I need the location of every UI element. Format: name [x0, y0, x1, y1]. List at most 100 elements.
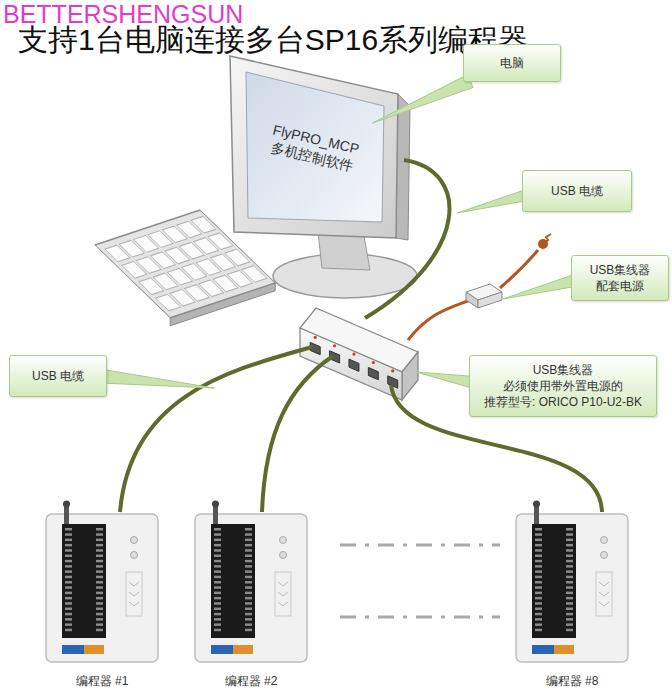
socket-pin	[65, 555, 72, 558]
hub-front	[300, 328, 402, 400]
socket-lever	[212, 501, 219, 508]
socket-pin	[96, 623, 103, 626]
zif-socket	[532, 524, 576, 638]
socket-pin	[96, 629, 103, 632]
callout-text: USB 电缆	[32, 368, 84, 384]
keyboard-board	[95, 210, 275, 318]
socket-pin	[214, 555, 221, 558]
programmer-label: 编程器 #1	[34, 673, 170, 690]
socket-pin	[65, 592, 72, 595]
socket-pin	[65, 539, 72, 542]
socket-pin	[96, 576, 103, 579]
socket-pin	[65, 544, 72, 547]
programmer-label: 编程器 #2	[183, 673, 319, 690]
hub-led	[352, 353, 355, 356]
programmer-drawing	[193, 500, 309, 666]
socket-pin	[535, 576, 542, 579]
ellipsis-dash	[340, 544, 500, 547]
socket-pin	[96, 586, 103, 589]
socket-pin	[245, 555, 252, 558]
socket-pin	[96, 544, 103, 547]
socket-pin	[566, 576, 573, 579]
socket-lever	[533, 501, 540, 508]
socket-pin	[535, 544, 542, 547]
socket-pin	[214, 570, 221, 573]
socket-pin	[245, 592, 252, 595]
socket-pin	[96, 570, 103, 573]
keyboard-key	[225, 249, 250, 266]
ellipsis-dash	[340, 616, 500, 619]
socket-pin	[214, 592, 221, 595]
socket-pin	[214, 565, 221, 568]
socket-pin	[566, 544, 573, 547]
socket-pin	[245, 581, 252, 584]
socket-pin	[566, 602, 573, 605]
socket-pin	[96, 597, 103, 600]
programmer-drawing	[44, 500, 160, 666]
socket-pin	[65, 623, 72, 626]
socket-pin	[214, 560, 221, 563]
keyboard-key	[208, 233, 233, 250]
socket-pin	[214, 623, 221, 626]
socket-pin	[65, 565, 72, 568]
socket-pin	[65, 560, 72, 563]
power-plug	[543, 234, 551, 244]
socket-pin	[214, 586, 221, 589]
callout-box: USB集线器 配套电源	[571, 255, 669, 301]
callout-box: USB集线器 必须使用带外置电源的 推荐型号: ORICO P10-U2-BK	[469, 355, 657, 418]
watermark: BETTERSHENGSUN	[3, 0, 243, 29]
pointer-wedge	[372, 75, 473, 124]
keyboard-key	[191, 216, 216, 233]
socket-pin	[214, 613, 221, 616]
programmer: 编程器 #2	[193, 500, 309, 690]
socket-pin	[214, 618, 221, 621]
socket-pin	[65, 581, 72, 584]
monitor-screen-area: FlyPRO_MCP 多机控制软件	[259, 119, 369, 178]
socket-pin	[214, 581, 221, 584]
socket-pin	[65, 608, 72, 611]
status-led	[280, 537, 287, 544]
status-led	[601, 537, 608, 544]
socket-pin	[245, 576, 252, 579]
hub-side	[402, 352, 418, 400]
programmer-drawing	[514, 500, 630, 666]
grip-marks	[129, 582, 139, 606]
socket-pin	[245, 539, 252, 542]
socket-lever	[63, 501, 70, 508]
usb-cable	[262, 356, 333, 512]
socket-pin	[245, 570, 252, 573]
programmer-body	[195, 514, 307, 662]
socket-pin	[65, 528, 72, 531]
socket-pin	[245, 618, 252, 621]
socket-pin	[566, 581, 573, 584]
socket-pin	[566, 560, 573, 563]
socket-pin	[96, 608, 103, 611]
callout-pointer	[372, 75, 473, 124]
socket-pin	[65, 533, 72, 536]
callout-text: 电脑	[500, 55, 524, 71]
socket-pin	[566, 629, 573, 632]
socket-pin	[65, 570, 72, 573]
socket-pin	[245, 560, 252, 563]
hub-led	[314, 336, 317, 339]
grip-panel	[275, 572, 291, 616]
socket-pin	[245, 623, 252, 626]
socket-pin	[535, 629, 542, 632]
logo-mark	[62, 645, 84, 654]
socket-pin	[245, 549, 252, 552]
socket-pin	[535, 549, 542, 552]
socket-pin	[245, 533, 252, 536]
hub-led	[333, 344, 336, 347]
socket-pin	[214, 549, 221, 552]
hub-led	[391, 369, 394, 372]
logo-mark	[211, 645, 233, 654]
socket-pin	[65, 549, 72, 552]
socket-pin	[245, 565, 252, 568]
socket-pin	[214, 608, 221, 611]
socket-pin	[566, 570, 573, 573]
callout-box: USB 电缆	[9, 355, 107, 397]
socket-pin	[214, 629, 221, 632]
adapter-front	[478, 292, 502, 308]
socket-pin	[566, 555, 573, 558]
programmer: 编程器 #1	[44, 500, 160, 690]
